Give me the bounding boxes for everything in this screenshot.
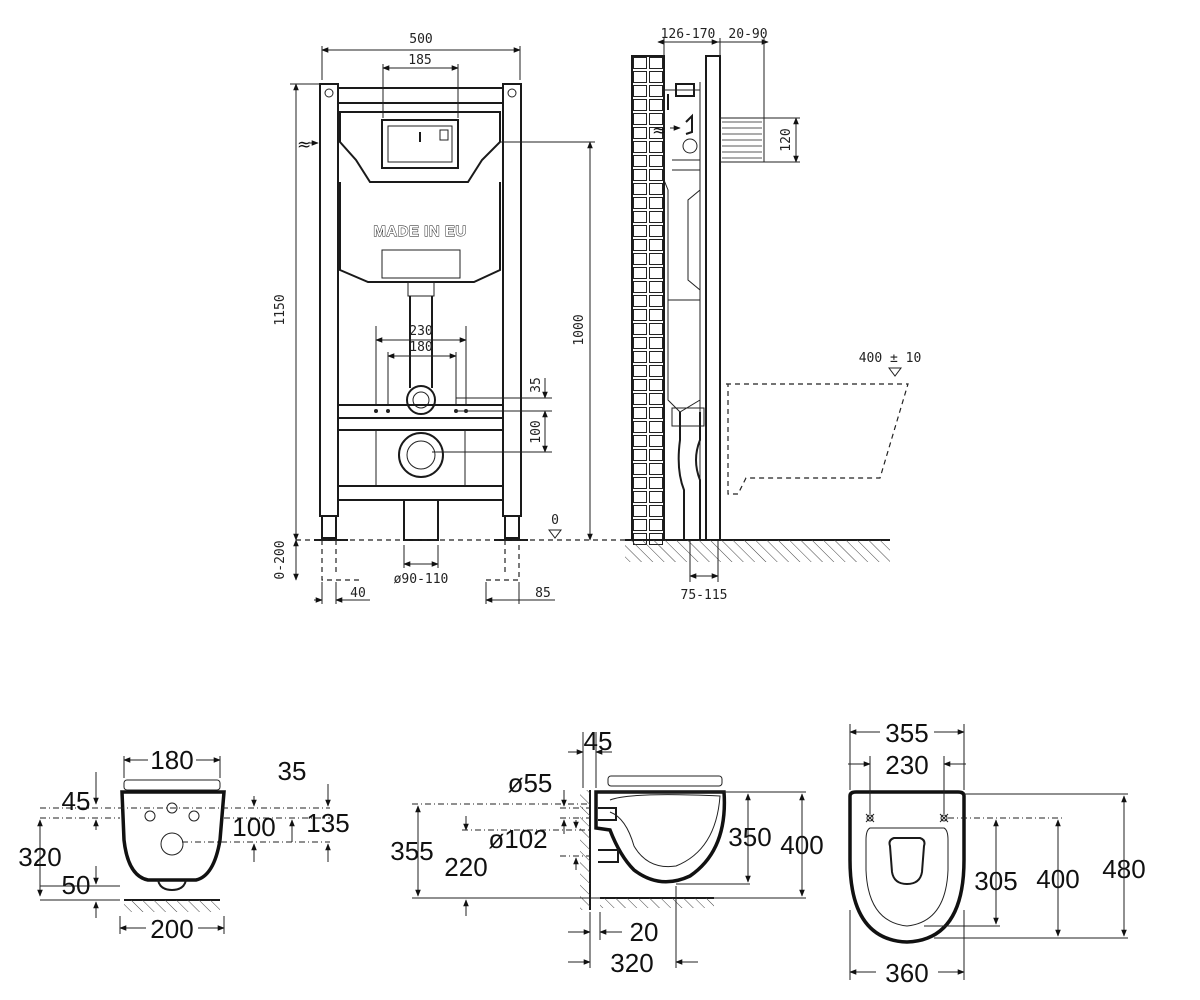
svg-text:200: 200: [150, 914, 193, 944]
cistern-top: [339, 111, 501, 183]
drain-outlet: [398, 432, 444, 478]
svg-text:230: 230: [885, 750, 928, 780]
svg-text:0: 0: [551, 513, 559, 528]
svg-text:100: 100: [529, 420, 544, 443]
water-inlet-symbol-side: ≈: [652, 121, 666, 141]
svg-text:1000: 1000: [572, 314, 587, 345]
svg-text:35: 35: [529, 377, 544, 393]
svg-text:320: 320: [610, 948, 653, 978]
pan-outline: [726, 383, 909, 495]
frame-profile: [705, 55, 721, 541]
svg-text:500: 500: [409, 32, 432, 47]
svg-text:20: 20: [630, 917, 659, 947]
svg-text:126-170: 126-170: [661, 27, 716, 42]
svg-text:185: 185: [408, 53, 431, 68]
bowl-top-view: 355 230 305 400 480 360: [848, 718, 1146, 988]
svg-text:ø90-110: ø90-110: [394, 572, 449, 587]
svg-text:355: 355: [885, 718, 928, 748]
mounting-holes: [144, 802, 200, 856]
water-inlet-symbol: ≈: [297, 135, 311, 155]
svg-text:85: 85: [535, 586, 551, 601]
brick-wall: [633, 57, 663, 545]
svg-text:45: 45: [62, 786, 91, 816]
svg-text:220: 220: [444, 852, 487, 882]
svg-text:1150: 1150: [273, 294, 288, 325]
svg-text:400: 400: [1036, 864, 1079, 894]
bowl-outlet: [888, 837, 926, 886]
svg-text:50: 50: [62, 870, 91, 900]
svg-text:400: 400: [780, 830, 823, 860]
svg-text:100: 100: [232, 812, 275, 842]
svg-text:320: 320: [18, 842, 61, 872]
bowl-front-view: 180 200 45 320 50 35 100 135: [18, 745, 349, 944]
svg-text:230: 230: [409, 324, 432, 339]
seat-lid: [123, 779, 221, 791]
svg-text:305: 305: [974, 866, 1017, 896]
svg-text:ø102: ø102: [488, 824, 547, 854]
frame-side-view: ≈ 126-170 20-90 1: [625, 27, 921, 603]
seat-lid-side: [607, 775, 723, 787]
svg-text:0-200: 0-200: [273, 540, 288, 579]
bowl-side-body: [594, 790, 727, 884]
bowl-top-outline: [848, 790, 966, 944]
svg-text:45: 45: [584, 726, 613, 756]
flush-plate-opening: [381, 119, 459, 169]
svg-text:40: 40: [350, 586, 366, 601]
svg-text:120: 120: [779, 128, 794, 151]
brand-label: MADE IN EU: [373, 223, 466, 240]
crossbar: [337, 404, 504, 419]
svg-text:355: 355: [390, 836, 433, 866]
svg-text:480: 480: [1102, 854, 1145, 884]
bowl-front-body: [120, 790, 226, 882]
right-post: [502, 83, 522, 517]
svg-text:350: 350: [728, 822, 771, 852]
svg-text:135: 135: [306, 808, 349, 838]
left-post: [319, 83, 339, 517]
svg-text:180: 180: [409, 340, 432, 355]
svg-text:75-115: 75-115: [681, 588, 728, 603]
svg-text:180: 180: [150, 745, 193, 775]
svg-text:20-90: 20-90: [728, 27, 767, 42]
svg-text:ø55: ø55: [508, 768, 553, 798]
bowl-side-view: 45 ø55 ø102 355 220 350 400 20 320: [390, 726, 823, 978]
svg-text:400 ± 10: 400 ± 10: [859, 351, 922, 366]
frame-front-view: MADE IN EU: [273, 32, 625, 604]
svg-text:35: 35: [278, 756, 307, 786]
svg-text:360: 360: [885, 958, 928, 988]
